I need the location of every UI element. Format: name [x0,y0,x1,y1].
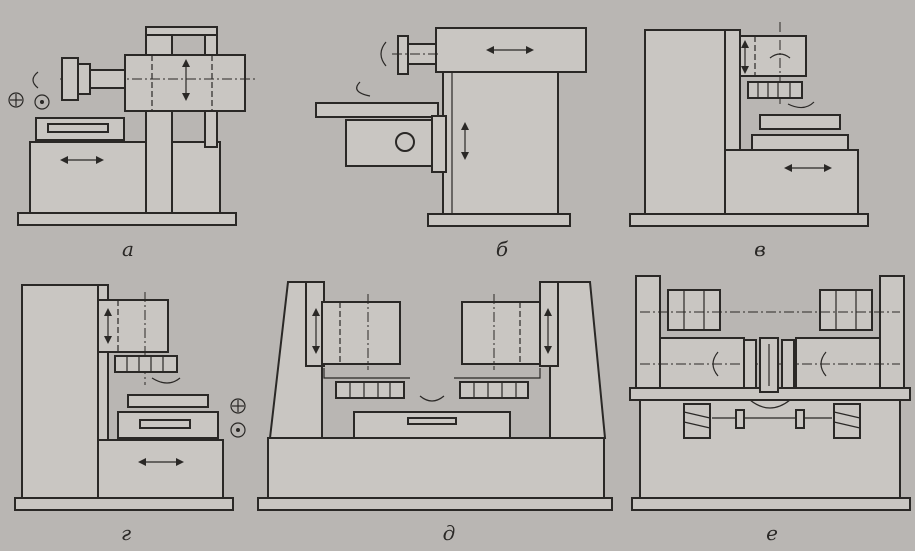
machine-g [14,284,246,511]
machine-v [629,22,869,227]
label-a: а [122,237,134,261]
label-v: в [754,237,766,261]
label-g: г [120,521,132,545]
label-e: е [766,521,778,545]
label-b: б [495,237,509,261]
label-d: д [442,521,456,545]
machine-b [315,27,587,227]
machine-d [257,281,613,511]
machine-a [8,26,258,226]
machine-e [629,275,911,511]
